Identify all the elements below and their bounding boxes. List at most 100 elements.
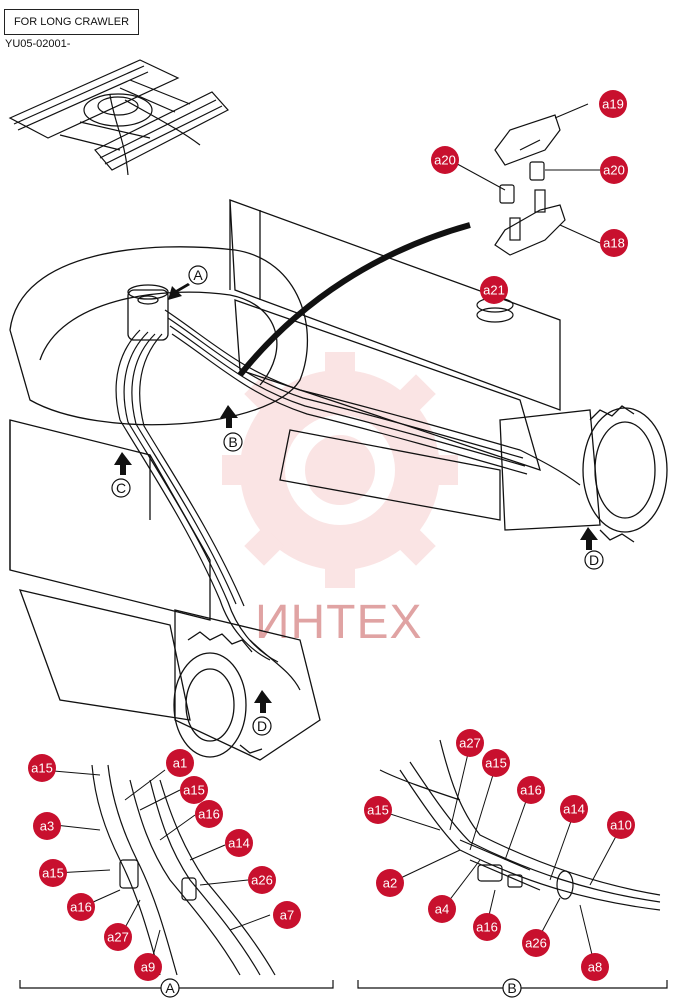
callout-label: a3: [40, 819, 54, 834]
callout-view-a-a16: a16: [67, 893, 95, 921]
callout-view-b-a27: a27: [456, 729, 484, 757]
callout-circle: [480, 276, 508, 304]
callout-label: a18: [603, 236, 625, 251]
callout-circle: [517, 776, 545, 804]
callout-circle: [581, 953, 609, 981]
view-marker-circle: [252, 716, 272, 736]
callout-view-b-a8: a8: [581, 953, 609, 981]
callout-label: a27: [107, 930, 129, 945]
crawler-thumbnail: [8, 59, 229, 176]
view-marker-a: A: [188, 265, 208, 285]
callout-circle: [166, 749, 194, 777]
callout-label: a15: [485, 756, 507, 771]
callout-label: a26: [525, 936, 547, 951]
callout-view-a-a3: a3: [33, 812, 61, 840]
callout-label: a14: [563, 802, 585, 817]
callout-view-b-a15: a15: [364, 796, 392, 824]
callout-label: a9: [141, 960, 155, 975]
callout-circle: [473, 913, 501, 941]
swivel-joint: [127, 284, 169, 341]
view-marker-circle: [188, 265, 208, 285]
callout-view-a-a15: a15: [28, 754, 56, 782]
callout-label: a7: [280, 908, 294, 923]
view-marker-label: D: [589, 552, 599, 568]
view-arrows: [114, 283, 598, 713]
callout-label: a26: [251, 873, 273, 888]
callout-main-a18: a18: [600, 229, 628, 257]
view-marker-b: B: [223, 432, 243, 452]
callout-label: a15: [367, 803, 389, 818]
callout-circle: [560, 795, 588, 823]
view-marker-d: D: [252, 716, 272, 736]
callout-view-b-a10: a10: [607, 811, 635, 839]
variant-label: FOR LONG CRAWLER: [13, 16, 130, 28]
callout-label: a14: [228, 836, 250, 851]
detail-pointer: [237, 222, 471, 377]
callout-circle: [456, 729, 484, 757]
view-marker-label: A: [193, 267, 203, 283]
callout-main-a20: a20: [431, 146, 459, 174]
callout-view-b-a26: a26: [522, 929, 550, 957]
callout-view-a-a9: a9: [134, 953, 162, 981]
callout-label: a10: [610, 818, 632, 833]
callout-label: a20: [603, 163, 625, 178]
hydraulic-hoses: [115, 309, 581, 691]
view-marker-d: D: [584, 550, 604, 570]
view-marker-label: B: [228, 434, 237, 450]
callout-view-a-a14: a14: [225, 829, 253, 857]
callout-view-b-a16: a16: [517, 776, 545, 804]
callout-view-a-a15: a15: [180, 776, 208, 804]
callout-circle: [33, 812, 61, 840]
view-marker-c: C: [111, 478, 131, 498]
callout-circle: [28, 754, 56, 782]
callout-main-a20: a20: [600, 156, 628, 184]
view-marker-label: C: [116, 480, 126, 496]
callout-circle: [180, 776, 208, 804]
callout-circle: [273, 901, 301, 929]
callout-label: a2: [383, 876, 397, 891]
callout-view-a-a15: a15: [39, 859, 67, 887]
watermark-gear-icon: [222, 352, 458, 588]
callout-circle: [607, 811, 635, 839]
callout-circle: [600, 156, 628, 184]
callout-circle: [67, 893, 95, 921]
callout-label: a15: [42, 866, 64, 881]
callout-label: a20: [434, 153, 456, 168]
track-frame: [9, 199, 561, 761]
callout-main-a19: a19: [599, 90, 627, 118]
view-marker-label: D: [257, 718, 267, 734]
callout-circle: [364, 796, 392, 824]
callout-view-b-a4: a4: [428, 895, 456, 923]
callout-label: a21: [483, 283, 505, 298]
callout-circle: [482, 749, 510, 777]
callout-view-b-a14: a14: [560, 795, 588, 823]
callout-view-a-a7: a7: [273, 901, 301, 929]
view-marker-circle: [502, 978, 522, 998]
callout-view-a-a26: a26: [248, 866, 276, 894]
variant-label-box: FOR LONG CRAWLER: [4, 9, 139, 35]
rear-sprocket: [499, 405, 668, 543]
detail-a-drawing: [91, 764, 276, 976]
callout-circle: [600, 229, 628, 257]
serial-label: YU05-02001-: [5, 38, 71, 50]
callout-circle: [522, 929, 550, 957]
callout-label: a1: [173, 756, 187, 771]
callout-label: a27: [459, 736, 481, 751]
callout-label: a8: [588, 960, 602, 975]
callout-circle: [225, 829, 253, 857]
bracket-assembly: [476, 114, 566, 323]
callout-circle: [195, 800, 223, 828]
view-marker-circle: [584, 550, 604, 570]
callout-view-a-a1: a1: [166, 749, 194, 777]
view-marker-circle: [223, 432, 243, 452]
view-marker-circle: [160, 978, 180, 998]
callout-circle: [376, 869, 404, 897]
callout-label: a16: [520, 783, 542, 798]
front-sprocket: [173, 631, 263, 758]
callout-circle: [428, 895, 456, 923]
callout-circle: [248, 866, 276, 894]
callout-label: a16: [70, 900, 92, 915]
callout-circle: [104, 923, 132, 951]
callout-view-b-a15: a15: [482, 749, 510, 777]
callout-circle: [431, 146, 459, 174]
